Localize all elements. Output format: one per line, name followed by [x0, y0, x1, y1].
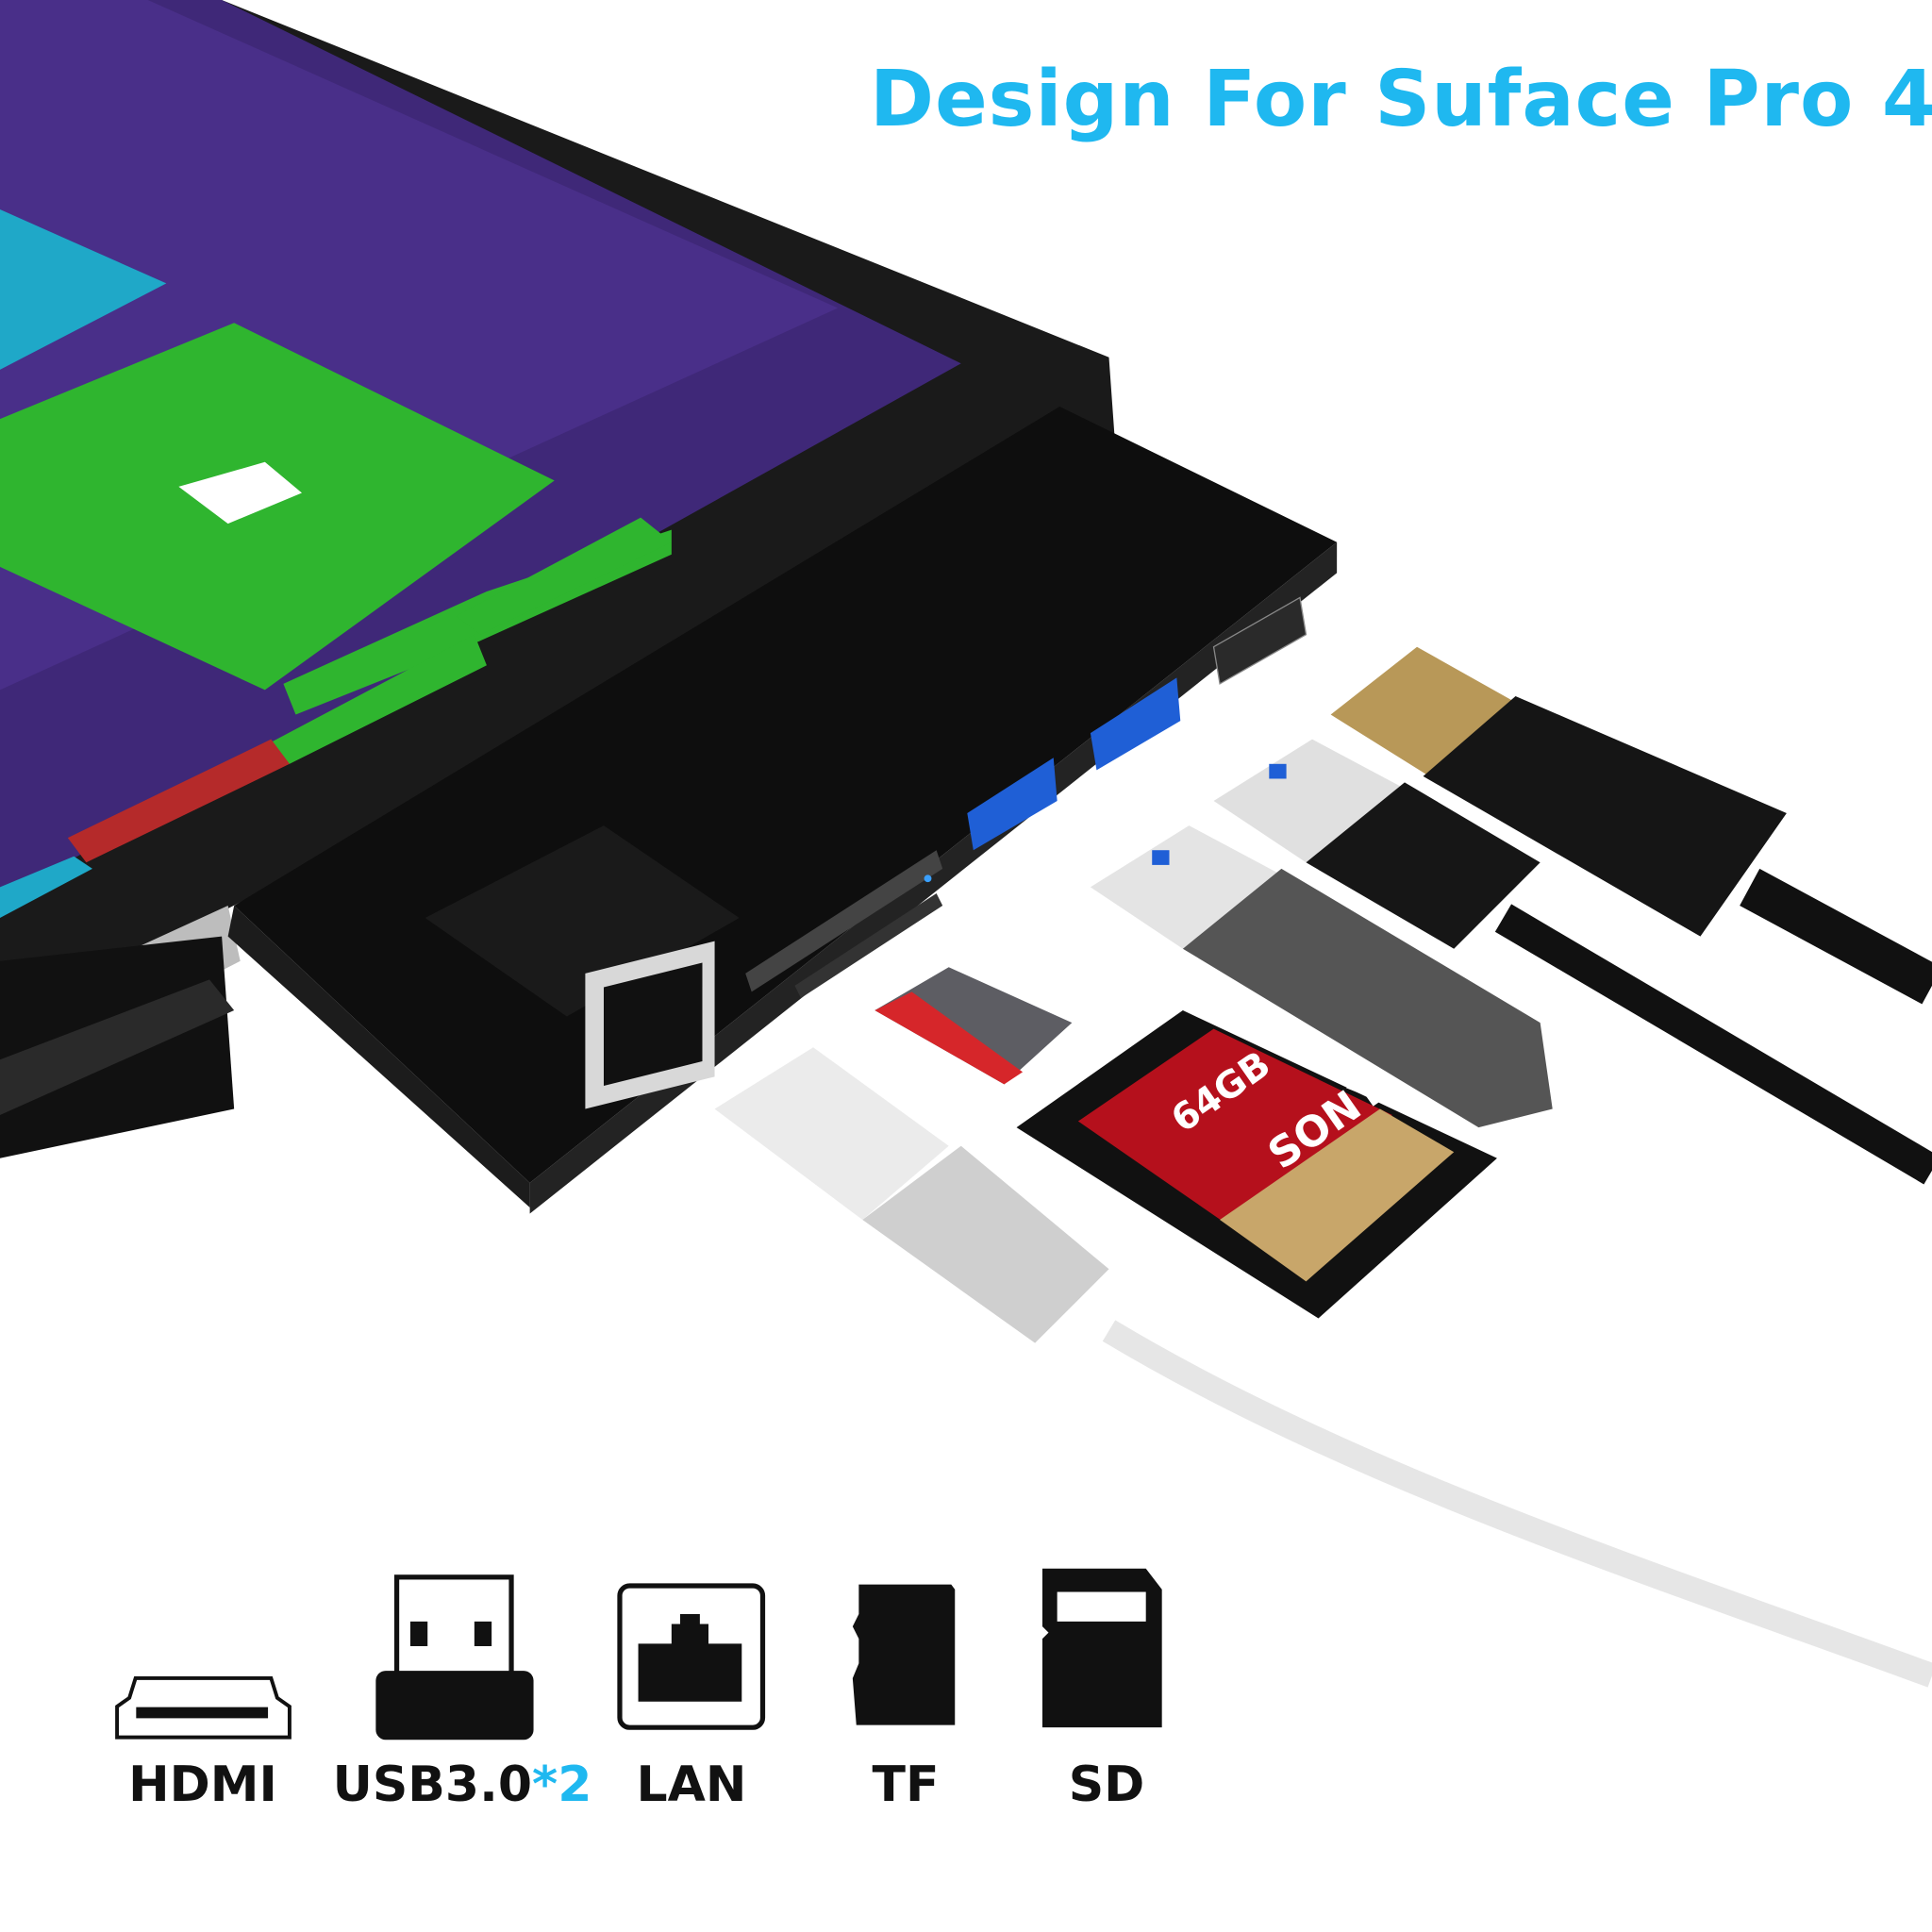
sd-slot[interactable] — [745, 850, 943, 992]
ethernet-port-icon — [617, 1583, 766, 1730]
tile-red — [67, 739, 290, 863]
usb-flash-drive — [1090, 825, 1553, 1128]
surface-tablet — [0, 0, 1116, 1158]
sd-card-icon — [1041, 1568, 1162, 1728]
pen — [0, 979, 235, 1116]
led-indicator — [924, 874, 932, 883]
tf-slot[interactable] — [794, 892, 943, 998]
microsd-card-icon — [852, 1584, 956, 1725]
hdmi-cable — [1330, 646, 1932, 1005]
usb-cable-1 — [1213, 739, 1932, 1185]
label-usb-text: USB3.0 — [332, 1757, 533, 1813]
lan-housing — [425, 825, 740, 1017]
tf-card — [874, 967, 1073, 1085]
sd-card: SONY 64GB — [1016, 1010, 1497, 1319]
usb-hub — [227, 407, 1338, 1214]
store-tile — [0, 323, 555, 691]
headline: Design For Suface Pro 4 — [870, 55, 1932, 144]
usb-port-1[interactable] — [967, 758, 1058, 851]
store-icon — [178, 461, 302, 525]
tile-blue — [0, 209, 167, 370]
label-hdmi: HDMI — [128, 1757, 277, 1813]
label-usb: USB3.0*2 — [333, 1757, 592, 1813]
usb-port-2[interactable] — [1090, 677, 1181, 771]
usb-plug-icon — [375, 1574, 534, 1740]
ethernet-cable — [714, 1047, 1932, 1688]
label-tf: TF — [872, 1757, 940, 1813]
label-usb-count: *2 — [532, 1757, 592, 1813]
hdmi-port[interactable] — [1212, 596, 1307, 685]
label-sd: SD — [1068, 1757, 1145, 1813]
hdmi-port-icon — [115, 1675, 291, 1740]
label-lan: LAN — [636, 1757, 747, 1813]
